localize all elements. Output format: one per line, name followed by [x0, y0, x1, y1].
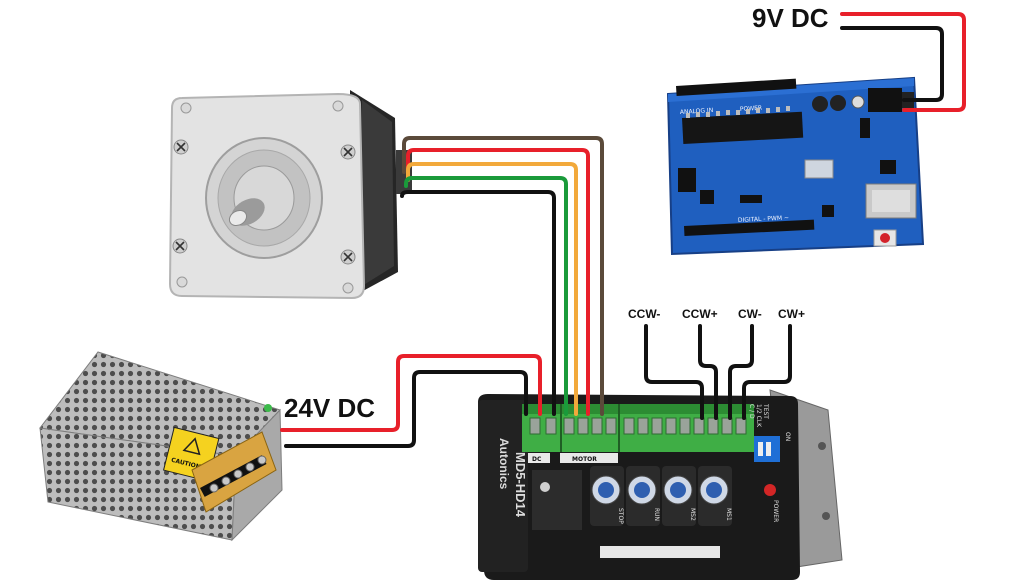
driver-model: MD5-HD14 [513, 452, 528, 518]
capacitor-2 [830, 95, 846, 111]
wire-24v-red [280, 354, 542, 432]
wire-ccw-plus [698, 324, 718, 420]
arduino-power-header: POWER [740, 105, 763, 113]
driver-on-label: ON [784, 432, 791, 441]
arduino-board: POWER ANALOG IN DIGITAL - PWM ~ [666, 76, 925, 256]
motor-driver: Autonics MD5-HD14 DC MOTOR TEST [478, 389, 843, 580]
label-cw-plus: CW+ [778, 307, 805, 321]
stepper-motor [168, 90, 412, 300]
driver-mode-label: 1/2 CLK [755, 404, 762, 428]
microcontroller-chip [682, 111, 804, 144]
label-cw-minus: CW- [738, 307, 762, 321]
arduino-analog-header: ANALOG IN [680, 107, 714, 116]
pot-label-ms1: MS1 [725, 508, 732, 521]
wires [280, 12, 966, 448]
wire-motor-green [404, 176, 568, 416]
driver-potentiometers [590, 466, 732, 526]
psu-terminal-block [191, 431, 277, 513]
driver-terminal-strip [522, 404, 754, 452]
wire-motor-brown [402, 136, 604, 416]
label-9v-dc: 9V DC [752, 3, 829, 33]
driver-power-label: POWER [772, 500, 779, 522]
wire-ccw-minus [644, 324, 704, 420]
label-ccw-minus: CCW- [628, 307, 660, 321]
psu-led [264, 404, 272, 412]
wire-9v-red [840, 12, 966, 112]
wire-motor-black [400, 190, 556, 416]
motor-screws [172, 100, 356, 294]
driver-motor-label: MOTOR [572, 456, 597, 463]
driver-power-led [764, 484, 776, 496]
driver-test-label: TEST [762, 403, 769, 419]
power-jack [868, 88, 902, 112]
power-supply: CAUTION ! [39, 351, 283, 542]
wire-9v-black [840, 26, 944, 102]
label-ccw-plus: CCW+ [682, 307, 718, 321]
wire-motor-orange [406, 162, 578, 416]
driver-cd-label: C / D [748, 404, 755, 419]
pot-label-run: RUN [653, 508, 660, 521]
pot-label-stop: STOP [617, 508, 624, 524]
driver-brand: Autonics [497, 438, 511, 490]
capacitor-1 [812, 96, 828, 112]
driver-dc-label: DC [532, 456, 542, 463]
wire-24v-black [284, 370, 528, 448]
wire-motor-red [406, 148, 590, 416]
pot-label-ms2: MS2 [689, 508, 696, 521]
wire-cw-plus [742, 324, 792, 420]
arduino-digital-header: DIGITAL - PWM ~ [738, 215, 789, 224]
label-24v-dc: 24V DC [284, 393, 375, 423]
wire-cw-minus [728, 324, 754, 420]
